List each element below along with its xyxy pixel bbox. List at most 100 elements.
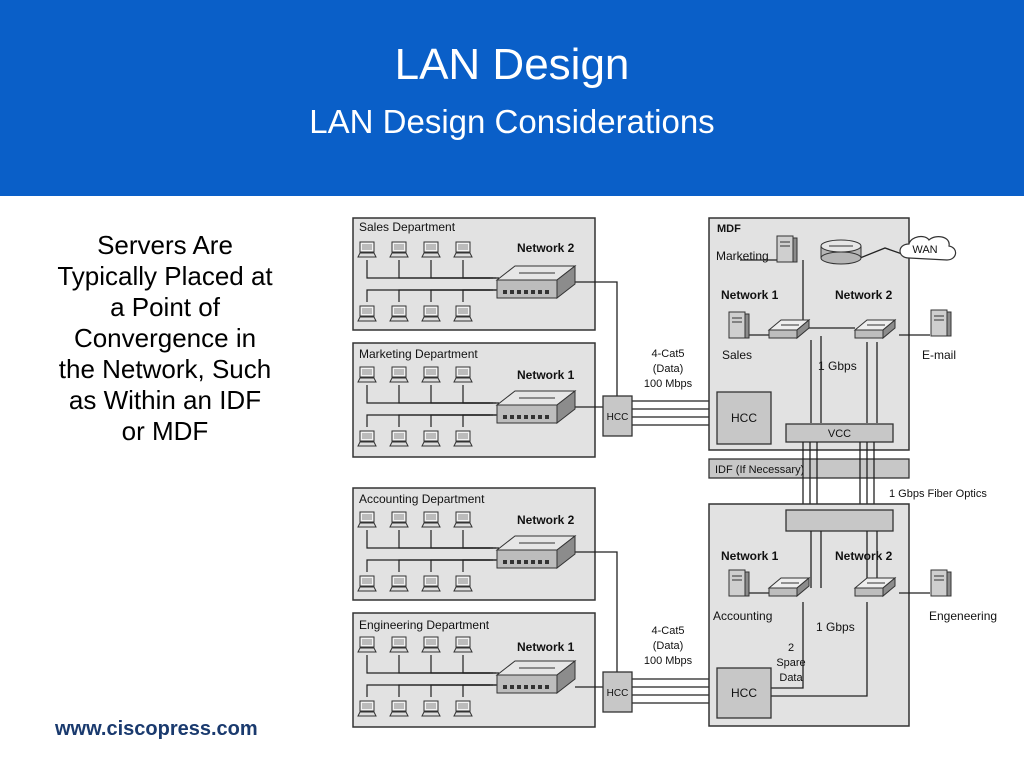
workgroup-switch-icon — [495, 534, 577, 570]
pc-icon — [453, 575, 473, 592]
pc-icon — [389, 366, 409, 383]
pc-icon — [453, 430, 473, 447]
mdf-title: MDF — [717, 223, 741, 235]
switch-icon — [767, 318, 811, 340]
gbps-label: 1 Gbps — [816, 620, 855, 634]
pc-icon — [357, 366, 377, 383]
dept-label: Marketing Department — [359, 347, 478, 361]
hcc-label: HCC — [607, 688, 629, 699]
body-text: Servers Are Typically Placed at a Point … — [57, 230, 273, 446]
network2-label: Network 2 — [835, 549, 893, 563]
engineering-server-label: Engeneering — [929, 609, 997, 623]
accounting-server-label: Accounting — [713, 609, 772, 623]
server-icon — [930, 309, 952, 337]
pc-icon — [357, 305, 377, 322]
link-label-line: (Data) — [653, 640, 684, 652]
pc-icon — [389, 575, 409, 592]
hcc-left-top: HCC — [602, 395, 633, 437]
pc-icon — [389, 241, 409, 258]
pc-icon — [421, 241, 441, 258]
pc-icon — [453, 366, 473, 383]
gbps-label: 1 Gbps — [818, 359, 857, 373]
pc-icon — [453, 700, 473, 717]
pc-icon — [389, 305, 409, 322]
pc-icon — [389, 430, 409, 447]
pc-icon — [389, 636, 409, 653]
pc-icon — [357, 575, 377, 592]
fiber-label: 1 Gbps Fiber Optics — [889, 488, 987, 500]
wan-cloud-icon: WAN — [899, 235, 957, 261]
workgroup-switch-icon — [495, 264, 577, 300]
hcc-left-bottom: HCC — [602, 671, 633, 713]
sales-server-label: Sales — [722, 348, 752, 362]
pc-icon — [421, 575, 441, 592]
router-icon — [820, 239, 862, 265]
vcc-label: VCC — [828, 428, 851, 440]
switch-icon — [853, 576, 897, 598]
idf-wiring — [745, 531, 930, 697]
marketing-server-label: Marketing — [716, 249, 769, 263]
email-server-label: E-mail — [922, 348, 956, 362]
hcc-label: HCC — [731, 686, 757, 700]
pc-icon — [421, 430, 441, 447]
idf-panel: Network 1 Network 2 Accounting 1 Gbps 2 … — [708, 503, 910, 727]
pc-icon — [453, 305, 473, 322]
dept-label: Accounting Department — [359, 492, 485, 506]
pc-icon — [453, 636, 473, 653]
workgroup-switch-icon — [495, 389, 577, 425]
slide-subtitle: LAN Design Considerations — [309, 103, 715, 140]
pc-icon — [357, 511, 377, 528]
equipment-icons: WAN — [357, 235, 957, 717]
pc-icon — [421, 636, 441, 653]
mdf-wiring — [740, 247, 930, 423]
idf-backbone-block — [785, 509, 894, 532]
link-label-line: 4-Cat5 — [651, 348, 684, 360]
fiber-risers — [802, 442, 875, 510]
pc-icon — [357, 700, 377, 717]
dept-label: Engineering Department — [359, 618, 490, 632]
spare-data-line: Spare — [776, 657, 805, 669]
wan-label: WAN — [912, 244, 937, 256]
dept-network-label: Network 2 — [517, 513, 575, 527]
link-label-line: (Data) — [653, 363, 684, 375]
slide-title: LAN Design — [394, 40, 630, 89]
server-icon — [930, 569, 952, 597]
hcc-mdf: HCC — [716, 391, 772, 445]
workgroup-switch-icon — [495, 659, 577, 695]
idf-bar: IDF (If Necessary) — [708, 458, 910, 479]
network1-label: Network 1 — [721, 549, 779, 563]
hcc-label: HCC — [731, 411, 757, 425]
pc-icon — [421, 700, 441, 717]
dept-network-label: Network 1 — [517, 640, 575, 654]
vcc-block: VCC — [785, 423, 894, 443]
pc-icon — [389, 700, 409, 717]
pc-icon — [453, 511, 473, 528]
switch-icon — [853, 318, 897, 340]
link-label-top: 4-Cat5 (Data) 100 Mbps — [644, 348, 693, 390]
cat5-cabling-bottom — [632, 678, 717, 704]
hcc-idf: HCC — [716, 667, 772, 719]
server-icon — [728, 311, 750, 339]
server-icon — [728, 569, 750, 597]
pc-icon — [357, 241, 377, 258]
link-label-line: 100 Mbps — [644, 378, 693, 390]
dept-label: Sales Department — [359, 220, 456, 234]
network1-label: Network 1 — [721, 288, 779, 302]
idf-label: IDF (If Necessary) — [715, 464, 804, 476]
link-label-line: 4-Cat5 — [651, 625, 684, 637]
switch-icon — [767, 576, 811, 598]
hcc-label: HCC — [607, 412, 629, 423]
link-label-bottom: 4-Cat5 (Data) 100 Mbps — [644, 625, 693, 667]
pc-icon — [357, 636, 377, 653]
dept-network-label: Network 1 — [517, 368, 575, 382]
department-equipment — [357, 241, 577, 322]
pc-icon — [421, 305, 441, 322]
link-label-line: 100 Mbps — [644, 655, 693, 667]
lan-design-diagram: Sales Department Network 2 Marketing Dep… — [352, 217, 997, 728]
title-bar: LAN Design LAN Design Considerations — [0, 0, 1024, 196]
dept-network-label: Network 2 — [517, 241, 575, 255]
spare-data-line: Data — [779, 672, 803, 684]
pc-icon — [389, 511, 409, 528]
footer-url: www.ciscopress.com — [55, 718, 258, 740]
department-equipment — [357, 366, 577, 447]
